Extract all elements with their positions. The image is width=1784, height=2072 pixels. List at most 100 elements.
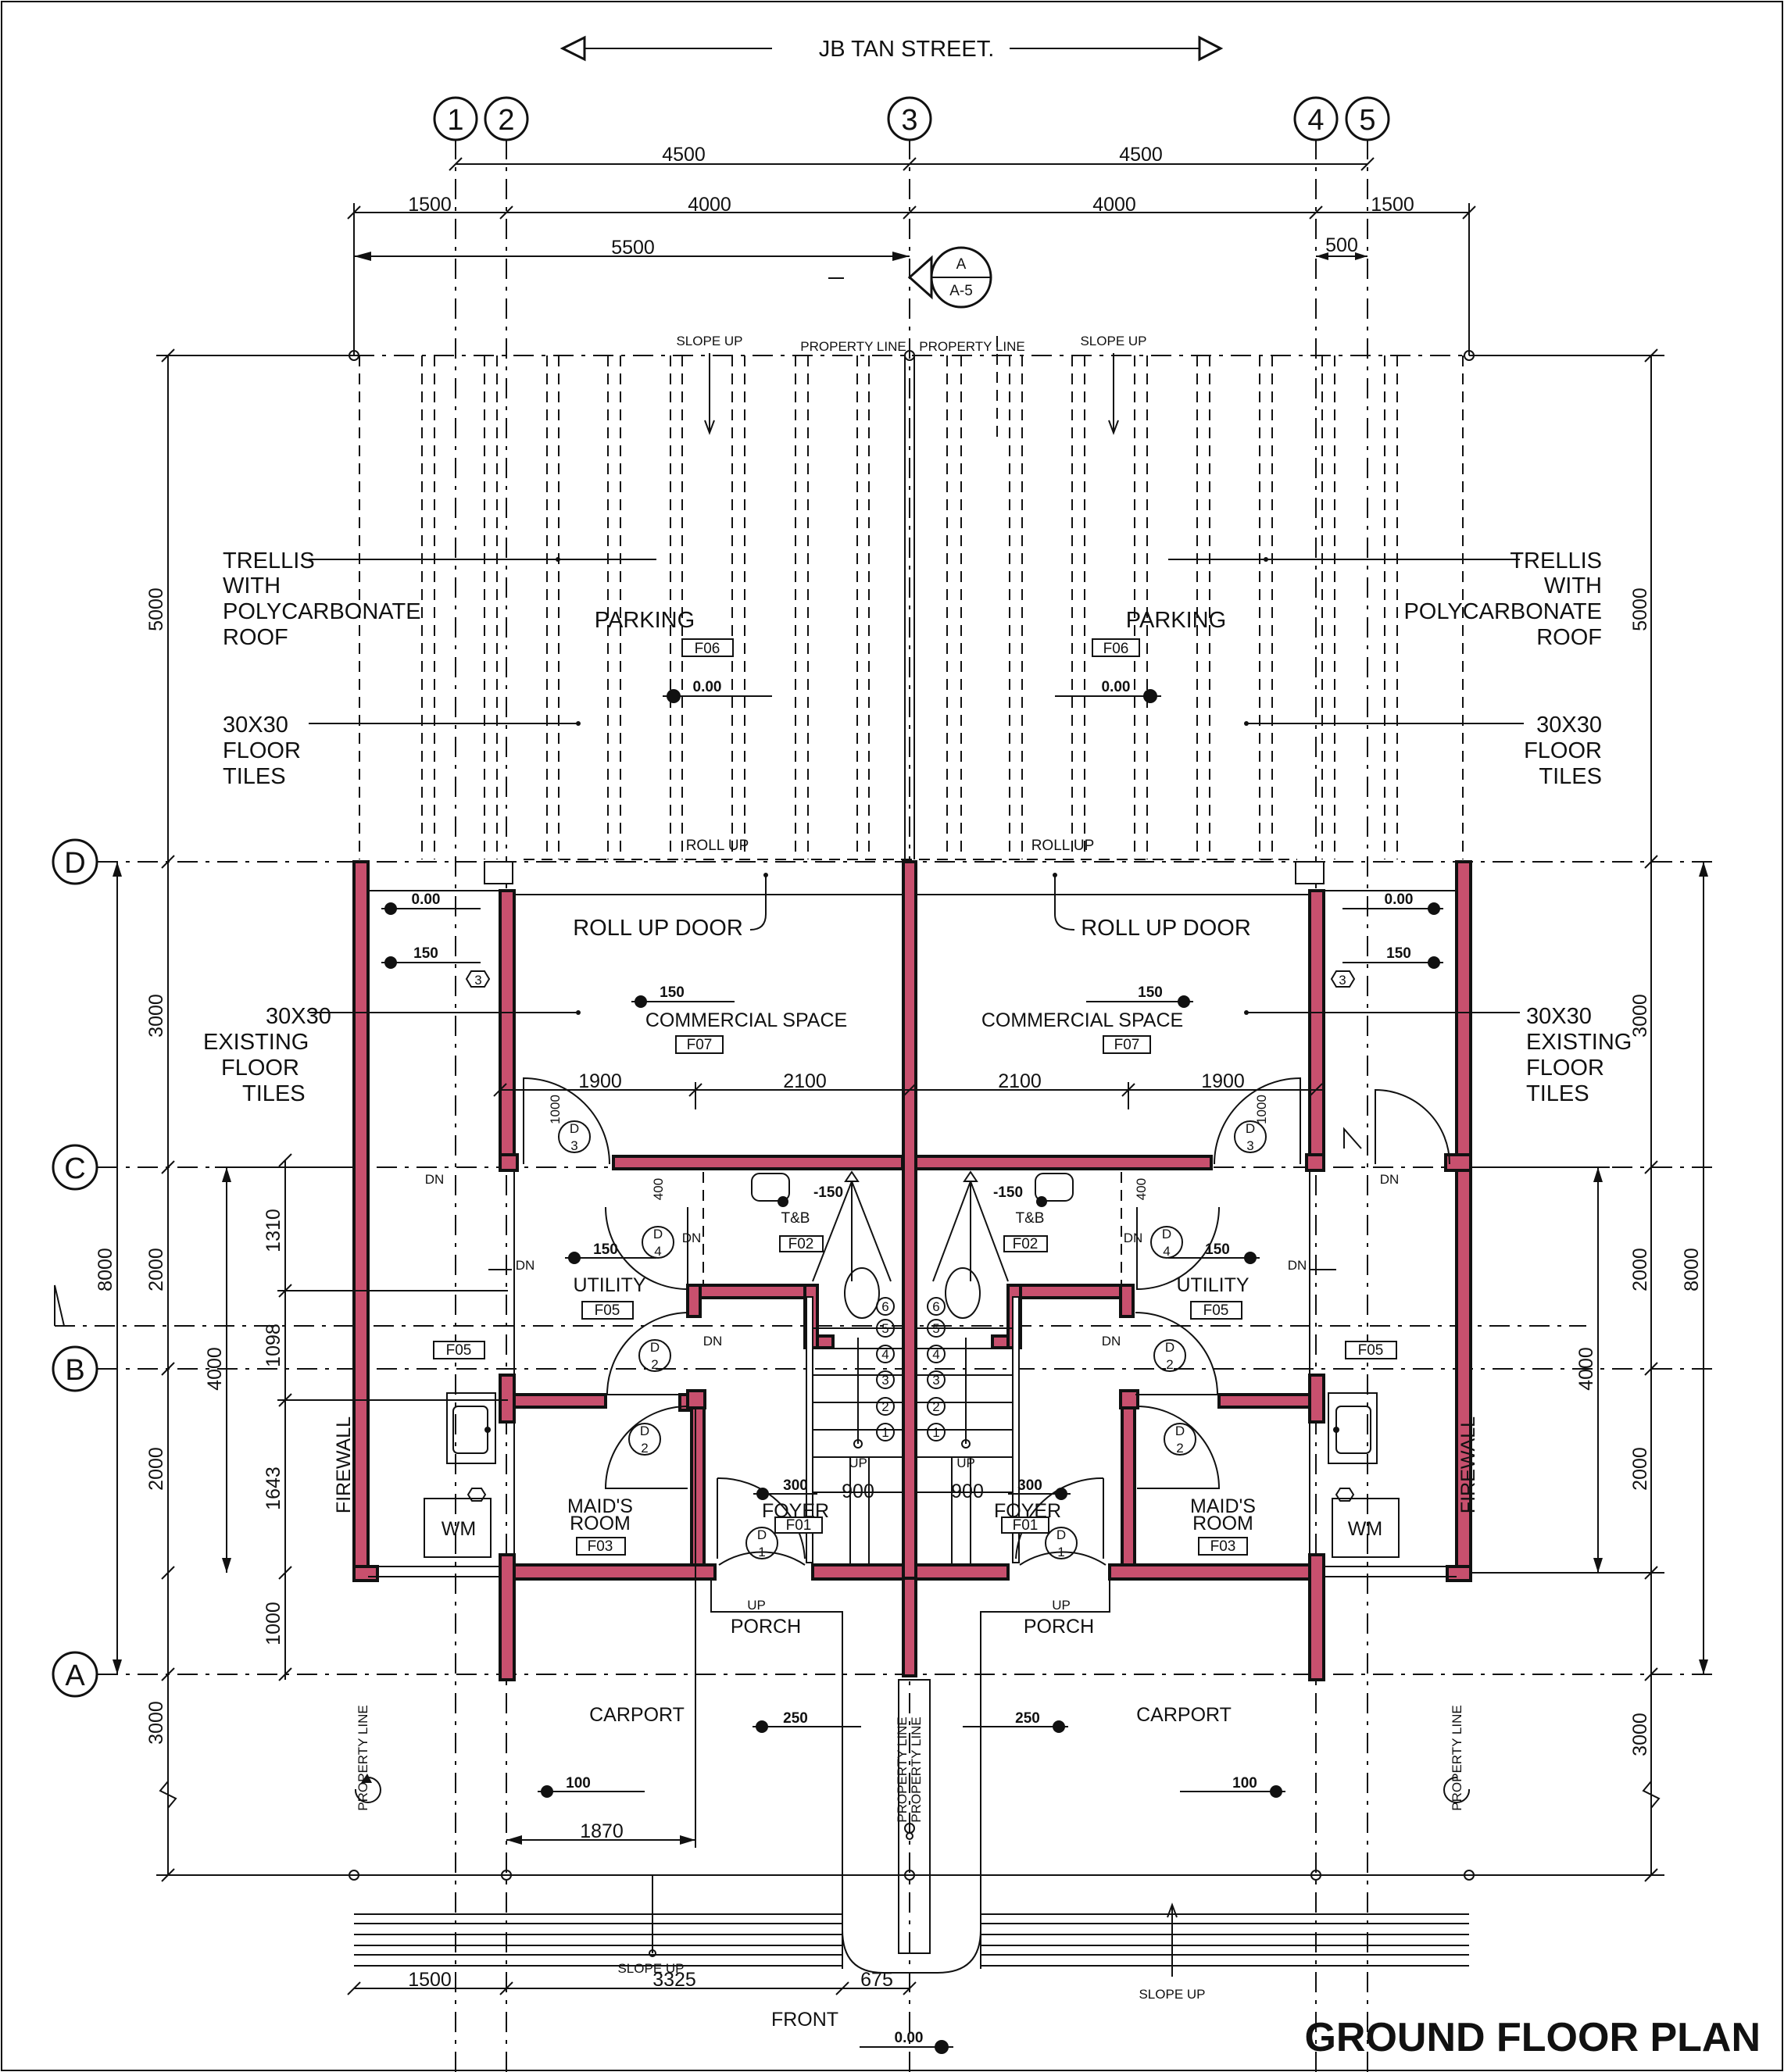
svg-text:1870: 1870 [580,1820,624,1842]
svg-text:1900: 1900 [1201,1070,1245,1092]
svg-text:1310: 1310 [263,1209,284,1252]
svg-text:300: 300 [783,1477,808,1494]
svg-text:5500: 5500 [611,237,655,259]
svg-text:UP: UP [849,1456,867,1470]
svg-text:F07: F07 [1114,1037,1140,1053]
svg-text:D: D [1246,1121,1255,1136]
svg-text:100: 100 [1232,1775,1257,1792]
svg-text:WITH: WITH [1544,573,1602,598]
svg-text:MAID'S: MAID'S [1190,1495,1256,1517]
svg-text:4000: 4000 [204,1347,226,1391]
svg-text:EXISTING: EXISTING [203,1030,309,1055]
svg-text:PROPERTY LINE: PROPERTY LINE [800,339,906,354]
svg-text:FRONT: FRONT [771,2009,838,2031]
svg-text:F05: F05 [1203,1302,1229,1319]
svg-text:1: 1 [932,1425,939,1440]
svg-text:4500: 4500 [662,144,706,166]
svg-text:PARKING: PARKING [1126,608,1226,633]
svg-text:WM: WM [1348,1518,1382,1540]
svg-text:D: D [1165,1340,1174,1355]
svg-text:F05: F05 [446,1342,472,1359]
svg-text:2: 2 [881,1399,888,1414]
svg-text:1: 1 [1057,1545,1064,1559]
svg-text:WITH: WITH [223,573,281,598]
svg-text:4000: 4000 [688,194,731,216]
svg-text:150: 150 [593,1241,618,1258]
svg-text:100: 100 [566,1775,591,1792]
svg-text:3: 3 [881,1373,888,1388]
svg-text:5000: 5000 [145,588,167,631]
right-unit-labels: 0.00 150 3 ROLL UP DOOR 30X30 EXISTING F… [910,873,1632,1969]
svg-text:3325: 3325 [652,1969,696,1991]
svg-text:UP: UP [956,1456,975,1470]
svg-text:DN: DN [703,1334,723,1349]
svg-text:FLOOR: FLOOR [223,738,301,763]
svg-text:F03: F03 [1210,1538,1236,1555]
svg-text:4500: 4500 [1119,144,1163,166]
svg-text:300: 300 [1017,1477,1042,1494]
svg-text:SLOPE UP: SLOPE UP [617,1961,684,1976]
grid-row-c: C [64,1152,85,1185]
svg-text:1500: 1500 [408,194,452,216]
svg-text:1643: 1643 [263,1466,284,1510]
svg-text:2: 2 [1176,1441,1183,1456]
svg-text:2: 2 [651,1357,658,1372]
svg-text:PARKING: PARKING [595,608,695,633]
svg-text:DN: DN [682,1231,702,1245]
svg-text:T&B: T&B [1016,1210,1045,1227]
svg-text:DN: DN [425,1172,445,1187]
svg-text:0.00: 0.00 [1385,891,1414,908]
svg-text:8000: 8000 [1681,1248,1703,1291]
svg-text:CARPORT: CARPORT [1136,1704,1232,1726]
bottom-area: SLOPE UP SLOPE UP 1500 3325 675 FRONT 0.… [347,1870,1475,2054]
svg-text:ROLL UP DOOR: ROLL UP DOOR [573,916,743,941]
svg-text:TRELLIS: TRELLIS [223,548,315,573]
svg-text:POLYCARBONATE: POLYCARBONATE [223,599,421,624]
svg-text:PROPERTY LINE: PROPERTY LINE [356,1705,370,1810]
svg-text:2000: 2000 [1629,1447,1651,1491]
svg-text:UP: UP [1052,1598,1071,1613]
svg-text:D: D [650,1340,660,1355]
svg-text:DN: DN [516,1258,535,1273]
svg-text:PROPERTY LINE: PROPERTY LINE [909,1717,924,1822]
svg-text:6: 6 [881,1299,888,1314]
svg-text:D: D [640,1424,649,1438]
grid-row-b: B [65,1354,84,1387]
svg-text:6: 6 [932,1299,939,1314]
svg-text:F05: F05 [1358,1342,1384,1359]
svg-text:COMMERCIAL SPACE: COMMERCIAL SPACE [981,1009,1183,1031]
svg-text:D: D [570,1121,579,1136]
svg-text:1500: 1500 [408,1969,452,1991]
svg-text:ROOM: ROOM [1192,1513,1253,1534]
svg-text:2: 2 [1166,1357,1173,1372]
svg-text:30X30: 30X30 [1526,1004,1592,1029]
property-lines-bottom: PROPERTY LINE PROPERTY LINE PROPERTY LIN… [354,1679,1471,1954]
svg-text:250: 250 [783,1710,808,1727]
section-marker-a5: A A-5 [828,246,998,438]
svg-text:5000: 5000 [1629,588,1651,631]
svg-text:TILES: TILES [242,1081,306,1106]
parking-area: SLOPE UP SLOPE UP PROPERTY LINE PROPERTY… [223,334,1602,860]
svg-text:D: D [1175,1424,1185,1438]
svg-text:UTILITY: UTILITY [1176,1274,1249,1296]
interior-lines [368,890,1457,1577]
svg-text:COMMERCIAL SPACE: COMMERCIAL SPACE [645,1009,847,1031]
svg-text:4000: 4000 [1575,1347,1597,1391]
svg-text:1500: 1500 [1371,194,1414,216]
svg-text:ROLL UP: ROLL UP [1031,838,1095,854]
svg-text:150: 150 [1205,1241,1230,1258]
svg-text:TILES: TILES [1539,764,1602,789]
svg-text:5: 5 [881,1321,888,1336]
svg-text:3: 3 [474,973,481,988]
svg-text:F06: F06 [1103,641,1129,657]
svg-text:MAID'S: MAID'S [567,1495,633,1517]
svg-text:ROLL UP DOOR: ROLL UP DOOR [1081,916,1251,941]
svg-text:3: 3 [1246,1138,1253,1153]
svg-text:1098: 1098 [263,1324,284,1367]
svg-text:DN: DN [1102,1334,1121,1349]
svg-text:SLOPE UP: SLOPE UP [1139,1987,1205,2002]
grid-row-a: A [65,1659,85,1692]
svg-text:3000: 3000 [1629,994,1651,1038]
svg-text:5: 5 [932,1321,939,1336]
